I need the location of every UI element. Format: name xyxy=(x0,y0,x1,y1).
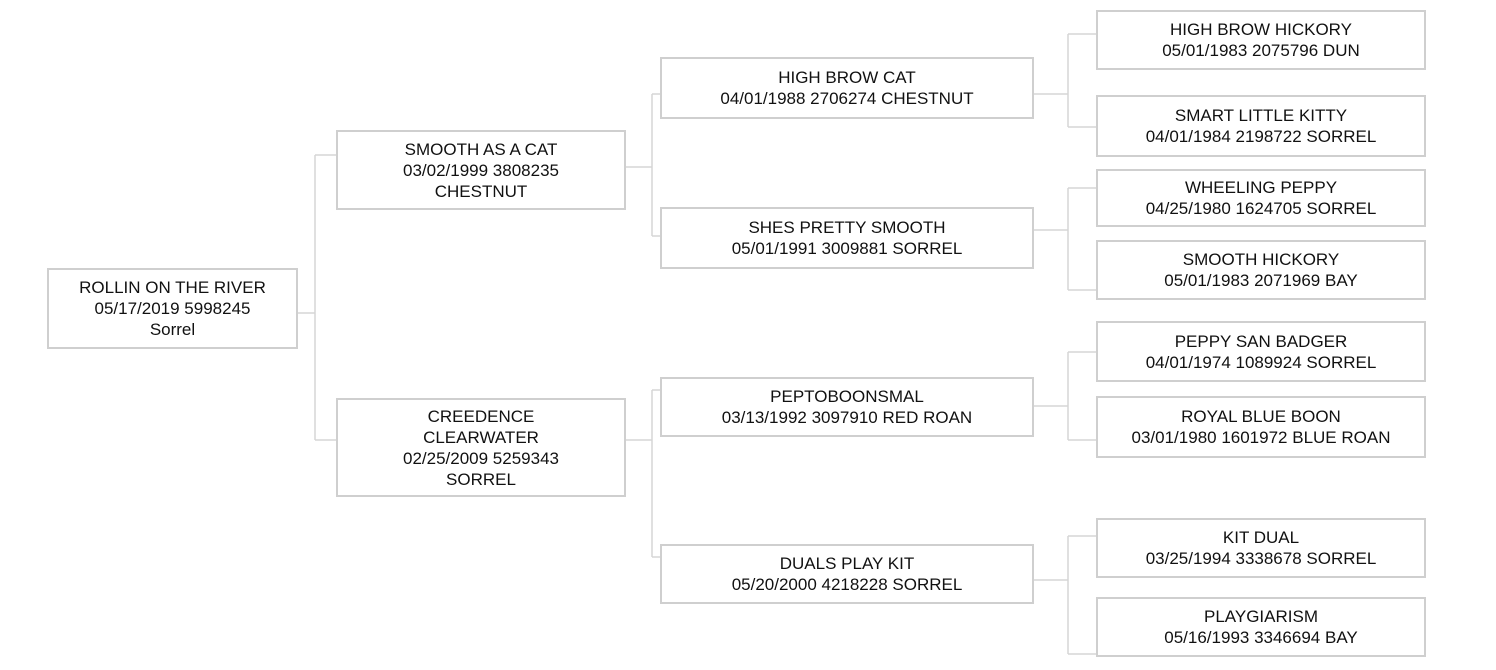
horse-box[interactable]: ROLLIN ON THE RIVER 05/17/2019 5998245 S… xyxy=(47,268,298,349)
ancestor-details: 05/16/1993 3346694 BAY xyxy=(1164,628,1358,647)
sire-name: SMOOTH AS A CAT xyxy=(404,139,558,159)
horse-details: 05/17/2019 5998245 xyxy=(94,299,251,318)
ancestor-details: 05/01/1983 2075796 DUN xyxy=(1162,41,1360,60)
dam-sire-details: 03/13/1992 3097910 RED ROAN xyxy=(721,408,973,427)
ancestor-name: KIT DUAL xyxy=(1222,528,1300,547)
dam-dam-box[interactable]: DUALS PLAY KIT 05/20/2000 4218228 SORREL xyxy=(660,544,1034,604)
ancestor-details: 03/01/1980 1601972 BLUE ROAN xyxy=(1131,428,1391,447)
sire-dam-box[interactable]: SHES PRETTY SMOOTH 05/01/1991 3009881 SO… xyxy=(660,207,1034,269)
ancestor-name: PEPPY SAN BADGER xyxy=(1174,331,1348,351)
sire-details: 03/02/1999 3808235 xyxy=(403,160,559,180)
dam-color: SORREL xyxy=(446,469,516,489)
sire-sire-details: 04/01/1988 2706274 CHESTNUT xyxy=(720,89,974,108)
ancestor-details: 04/01/1984 2198722 SORREL xyxy=(1145,127,1377,146)
sire-sire-name: HIGH BROW CAT xyxy=(778,68,916,87)
ancestor-details: 03/25/1994 3338678 SORREL xyxy=(1145,549,1377,568)
horse-name: ROLLIN ON THE RIVER xyxy=(79,278,266,297)
ancestor-details: 04/01/1974 1089924 SORREL xyxy=(1145,352,1377,372)
ancestor-name: HIGH BROW HICKORY xyxy=(1170,20,1352,39)
ancestor-name: SMART LITTLE KITTY xyxy=(1174,106,1348,125)
ancestor-box-dsd[interactable]: ROYAL BLUE BOON 03/01/1980 1601972 BLUE … xyxy=(1096,396,1426,458)
dam-dam-name: DUALS PLAY KIT xyxy=(779,554,915,573)
sire-dam-details: 05/01/1991 3009881 SORREL xyxy=(731,239,963,258)
sire-color: CHESTNUT xyxy=(434,181,528,201)
ancestor-box-sss[interactable]: HIGH BROW HICKORY 05/01/1983 2075796 DUN xyxy=(1096,10,1426,70)
horse-color: Sorrel xyxy=(149,320,196,339)
sire-dam-name: SHES PRETTY SMOOTH xyxy=(748,218,946,237)
dam-dam-details: 05/20/2000 4218228 SORREL xyxy=(731,575,963,594)
dam-details: 02/25/2009 5259343 xyxy=(403,448,559,468)
sire-box[interactable]: SMOOTH AS A CAT 03/02/1999 3808235 CHEST… xyxy=(336,130,626,210)
dam-name-line-1: CREEDENCE xyxy=(427,406,535,426)
dam-sire-name: PEPTOBOONSMAL xyxy=(770,387,924,406)
ancestor-details: 05/01/1983 2071969 BAY xyxy=(1164,271,1358,290)
ancestor-details: 04/25/1980 1624705 SORREL xyxy=(1145,199,1377,218)
ancestor-box-ddd[interactable]: PLAYGIARISM 05/16/1993 3346694 BAY xyxy=(1096,597,1426,657)
ancestor-name: WHEELING PEPPY xyxy=(1184,178,1338,197)
dam-name-line-2: CLEARWATER xyxy=(423,427,539,447)
ancestor-box-sdd[interactable]: SMOOTH HICKORY 05/01/1983 2071969 BAY xyxy=(1096,240,1426,300)
ancestor-name: ROYAL BLUE BOON xyxy=(1181,407,1341,426)
ancestor-name: PLAYGIARISM xyxy=(1204,607,1318,626)
sire-sire-box[interactable]: HIGH BROW CAT 04/01/1988 2706274 CHESTNU… xyxy=(660,57,1034,119)
ancestor-box-ssd[interactable]: SMART LITTLE KITTY 04/01/1984 2198722 SO… xyxy=(1096,95,1426,157)
dam-sire-box[interactable]: PEPTOBOONSMAL 03/13/1992 3097910 RED ROA… xyxy=(660,377,1034,437)
ancestor-name: SMOOTH HICKORY xyxy=(1182,250,1340,269)
ancestor-box-sds[interactable]: WHEELING PEPPY 04/25/1980 1624705 SORREL xyxy=(1096,169,1426,227)
ancestor-box-dss[interactable]: PEPPY SAN BADGER 04/01/1974 1089924 SORR… xyxy=(1096,321,1426,382)
dam-box[interactable]: CREEDENCE CLEARWATER 02/25/2009 5259343 … xyxy=(336,398,626,497)
ancestor-box-dds[interactable]: KIT DUAL 03/25/1994 3338678 SORREL xyxy=(1096,518,1426,578)
